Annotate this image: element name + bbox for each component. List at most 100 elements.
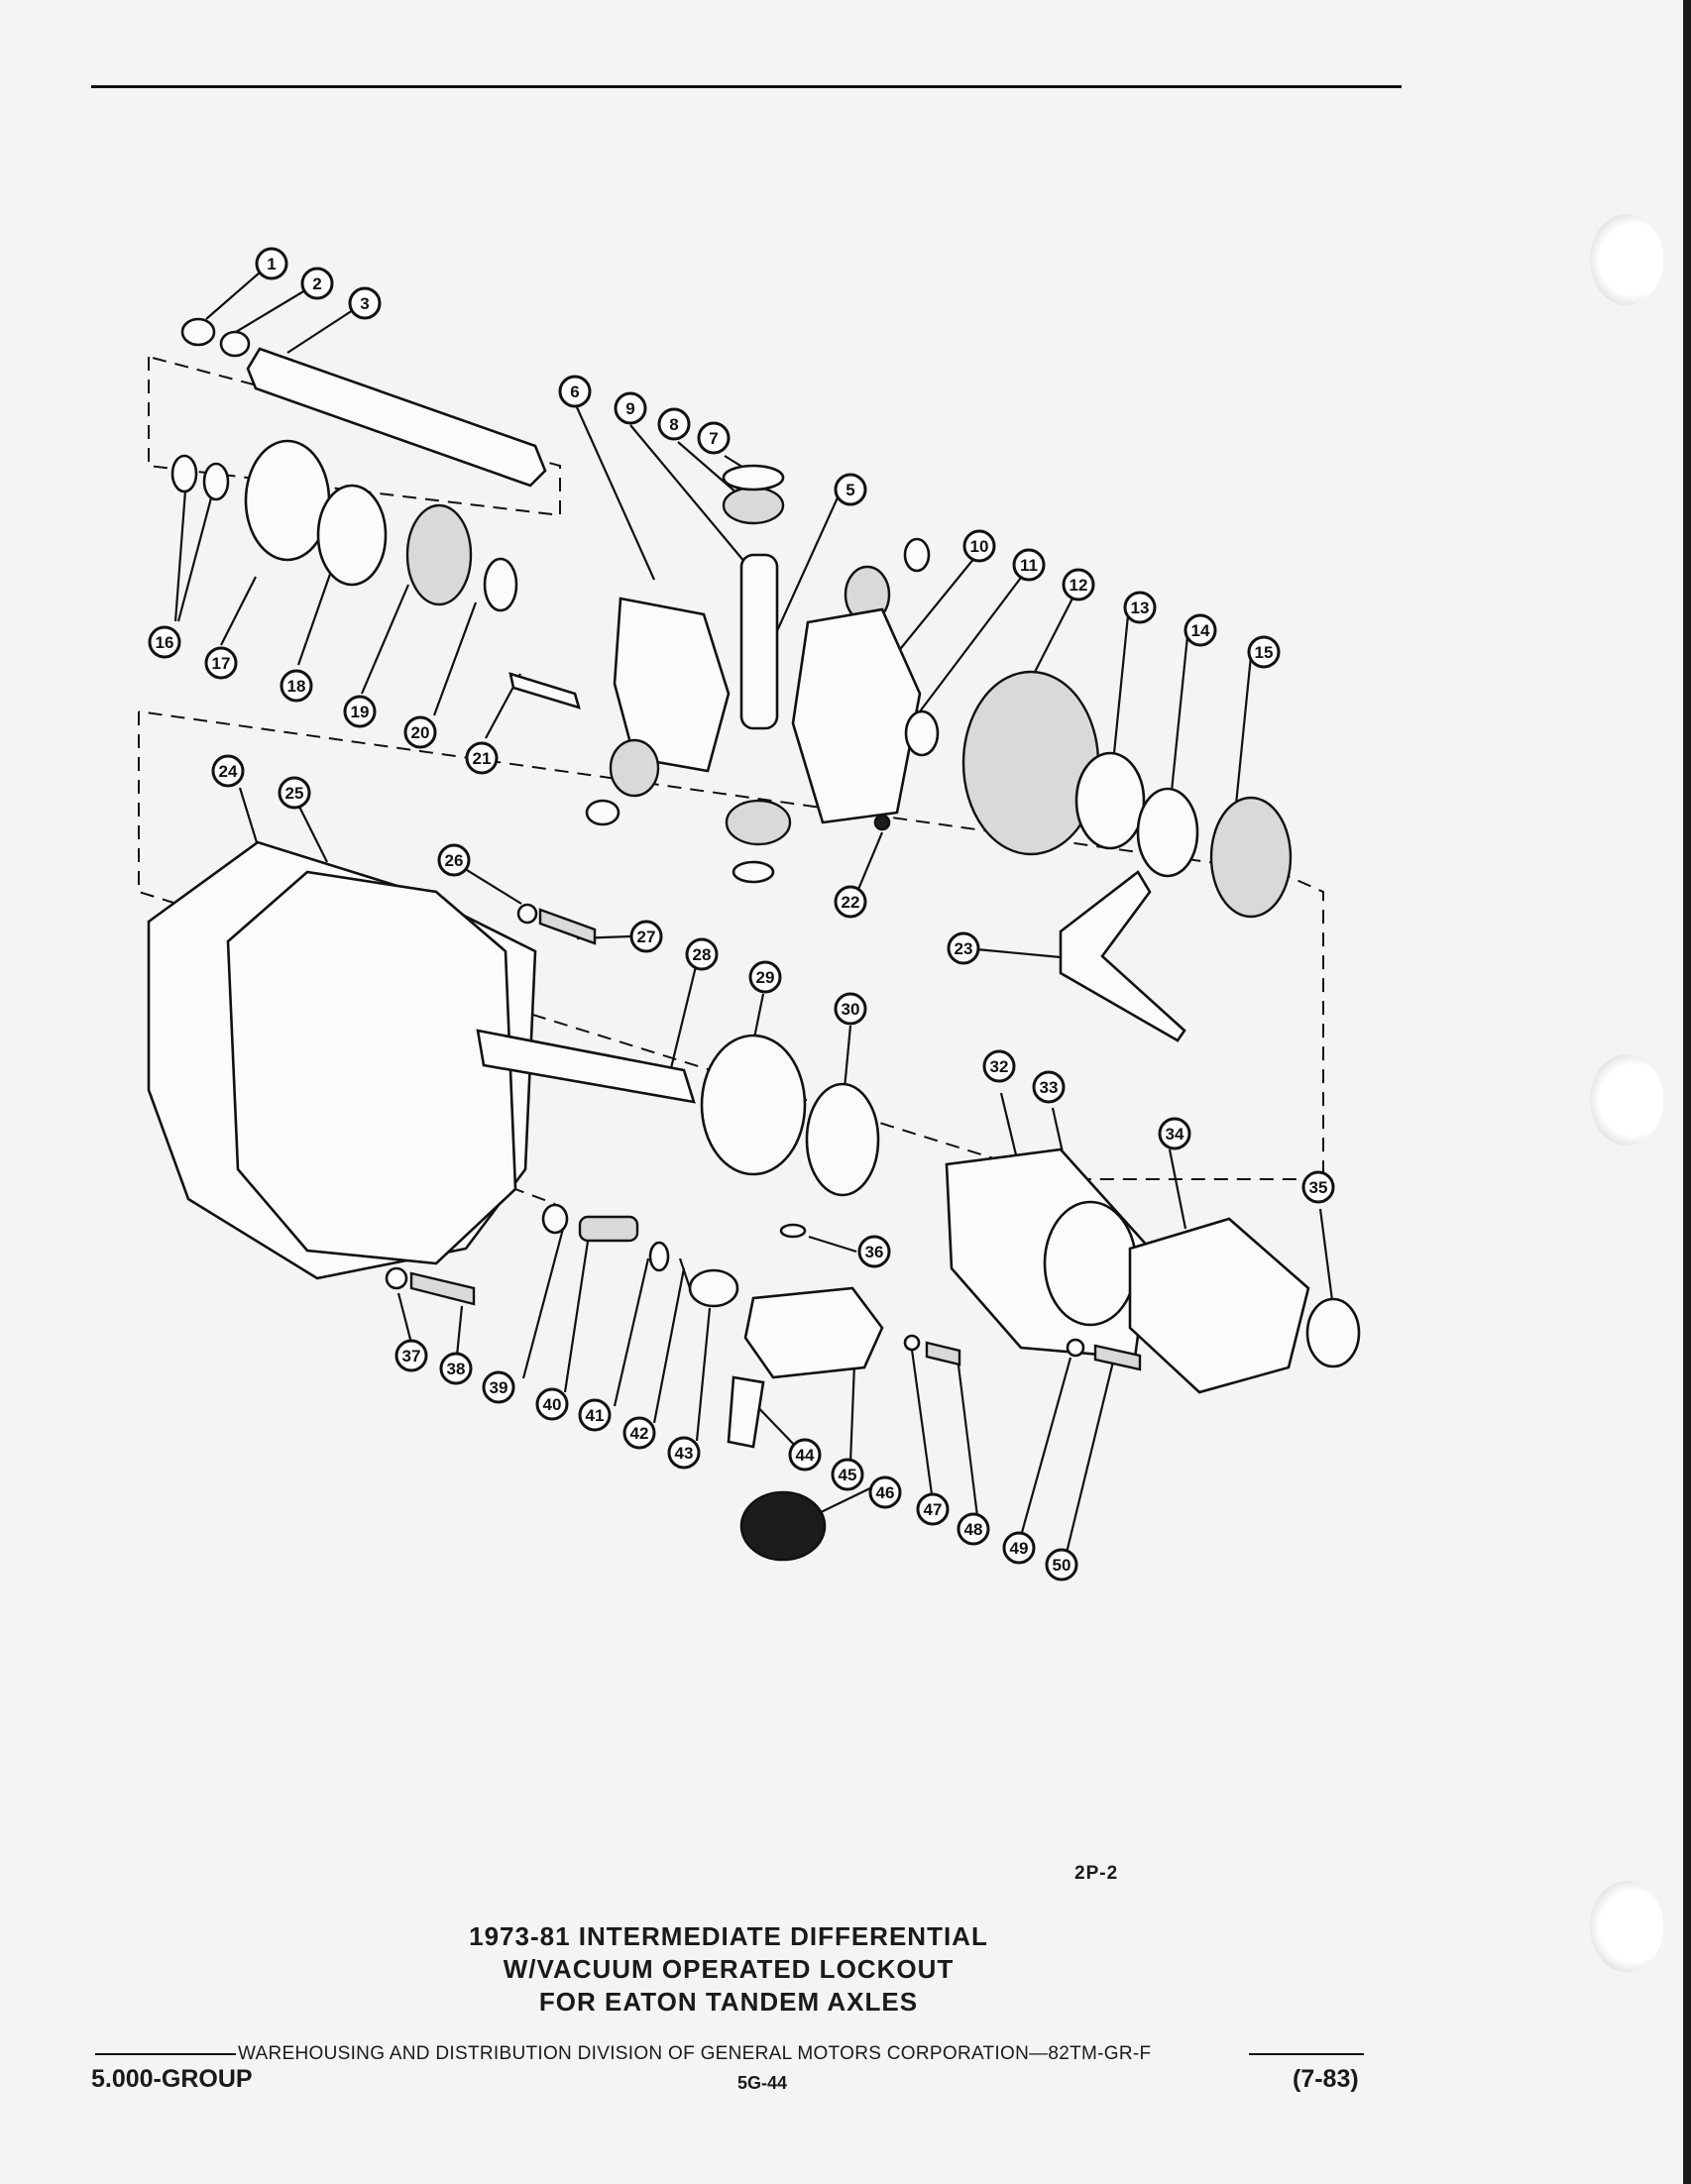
callout-49: 49	[1002, 1531, 1036, 1565]
svg-text:15: 15	[1255, 643, 1274, 662]
lever-44	[727, 1375, 765, 1449]
callout-38: 38	[439, 1352, 473, 1385]
callout-11: 11	[1012, 548, 1046, 582]
svg-text:16: 16	[156, 633, 174, 652]
svg-text:39: 39	[490, 1378, 508, 1397]
callout-21: 21	[465, 741, 499, 775]
pinion-left	[609, 738, 660, 798]
spider-5	[739, 553, 779, 730]
callout-27: 27	[629, 920, 663, 953]
callout-2: 2	[300, 267, 334, 300]
svg-text:6: 6	[570, 382, 579, 401]
nut-1	[180, 317, 216, 347]
callout-36: 36	[857, 1235, 891, 1268]
figure-title-line-2: W/VACUUM OPERATED LOCKOUT	[503, 1954, 955, 1984]
nut-35	[1305, 1297, 1361, 1368]
washer-2	[219, 330, 251, 358]
bearing-29	[700, 1034, 807, 1176]
callout-19: 19	[343, 695, 377, 728]
svg-text:11: 11	[1020, 556, 1038, 575]
svg-text:37: 37	[402, 1347, 421, 1365]
svg-text:27: 27	[637, 928, 656, 946]
svg-text:17: 17	[212, 654, 231, 673]
figure-title-line-3: FOR EATON TANDEM AXLES	[538, 1987, 919, 2017]
callout-12: 12	[1062, 568, 1095, 601]
callout-9: 9	[614, 391, 647, 425]
seal-30	[805, 1082, 880, 1197]
svg-text:29: 29	[756, 968, 775, 987]
callout-18: 18	[280, 669, 313, 703]
pinion-8	[722, 486, 785, 525]
svg-text:34: 34	[1166, 1125, 1184, 1144]
washer-39	[541, 1203, 569, 1235]
case-half-6	[613, 597, 731, 773]
svg-text:20: 20	[411, 723, 430, 742]
screw-22	[873, 814, 891, 831]
svg-text:30: 30	[842, 1000, 860, 1019]
callout-29: 29	[748, 960, 782, 994]
washer-lower	[732, 860, 775, 884]
bolt-21	[508, 672, 581, 710]
svg-text:36: 36	[865, 1243, 884, 1261]
callout-22: 22	[834, 885, 867, 919]
washer-47	[903, 1334, 921, 1352]
svg-text:24: 24	[219, 762, 238, 781]
callout-33: 33	[1032, 1070, 1066, 1104]
output-shaft-28	[476, 1029, 696, 1104]
callout-20: 20	[403, 715, 437, 749]
footer-rule-left	[95, 2053, 236, 2055]
pin-42	[678, 1257, 692, 1289]
washer-49	[1066, 1338, 1085, 1358]
cylinder-45	[743, 1286, 884, 1379]
callout-37: 37	[395, 1339, 428, 1372]
snap-ring-20	[483, 557, 518, 612]
svg-text:10: 10	[970, 537, 989, 556]
callout-8: 8	[657, 407, 691, 441]
bolt-48	[925, 1341, 961, 1366]
svg-text:21: 21	[473, 749, 492, 768]
svg-text:14: 14	[1191, 621, 1210, 640]
svg-text:28: 28	[693, 945, 712, 964]
callout-24: 24	[211, 754, 245, 788]
case-half-10	[791, 607, 922, 824]
callout-47: 47	[916, 1492, 950, 1526]
leader-lines	[173, 272, 1335, 1554]
svg-text:44: 44	[796, 1446, 815, 1465]
snap-ring-11	[904, 710, 940, 757]
svg-text:40: 40	[543, 1395, 562, 1414]
callout-25: 25	[278, 776, 311, 810]
svg-text:2: 2	[312, 274, 321, 293]
svg-text:38: 38	[447, 1360, 466, 1378]
svg-text:49: 49	[1010, 1539, 1029, 1558]
gasket-43	[688, 1268, 739, 1308]
svg-text:8: 8	[669, 415, 678, 434]
exploded-parts-diagram: 1 2 3 5 6 7 8 9 10 11 12 13 14 15 16 17 …	[138, 247, 1361, 1582]
spring-40	[578, 1215, 639, 1243]
callout-32: 32	[982, 1049, 1016, 1083]
svg-text:22: 22	[842, 893, 860, 912]
callout-13: 13	[1123, 591, 1157, 624]
shim-16b	[202, 462, 230, 501]
washer-right	[903, 537, 931, 573]
yoke-34	[1128, 1217, 1310, 1394]
svg-text:19: 19	[351, 703, 370, 721]
svg-text:42: 42	[630, 1424, 649, 1443]
shim-16a	[170, 454, 198, 493]
callout-28: 28	[685, 937, 719, 971]
callout-16: 16	[148, 625, 181, 659]
svg-text:25: 25	[285, 784, 304, 803]
svg-text:35: 35	[1309, 1178, 1328, 1197]
washer-left	[585, 799, 620, 826]
callout-50: 50	[1045, 1548, 1078, 1582]
ring-41	[648, 1241, 670, 1272]
callout-41: 41	[578, 1398, 612, 1432]
callout-44: 44	[788, 1438, 822, 1472]
pinion-lower	[725, 799, 792, 846]
figure-title-line-1: 1973-81 INTERMEDIATE DIFFERENTIAL	[469, 1921, 988, 1951]
callout-40: 40	[535, 1387, 569, 1421]
svg-text:48: 48	[964, 1520, 983, 1539]
housing-25	[226, 870, 517, 1265]
callout-1: 1	[255, 247, 288, 280]
bolt-50	[1093, 1344, 1142, 1371]
callout-10: 10	[962, 529, 996, 563]
